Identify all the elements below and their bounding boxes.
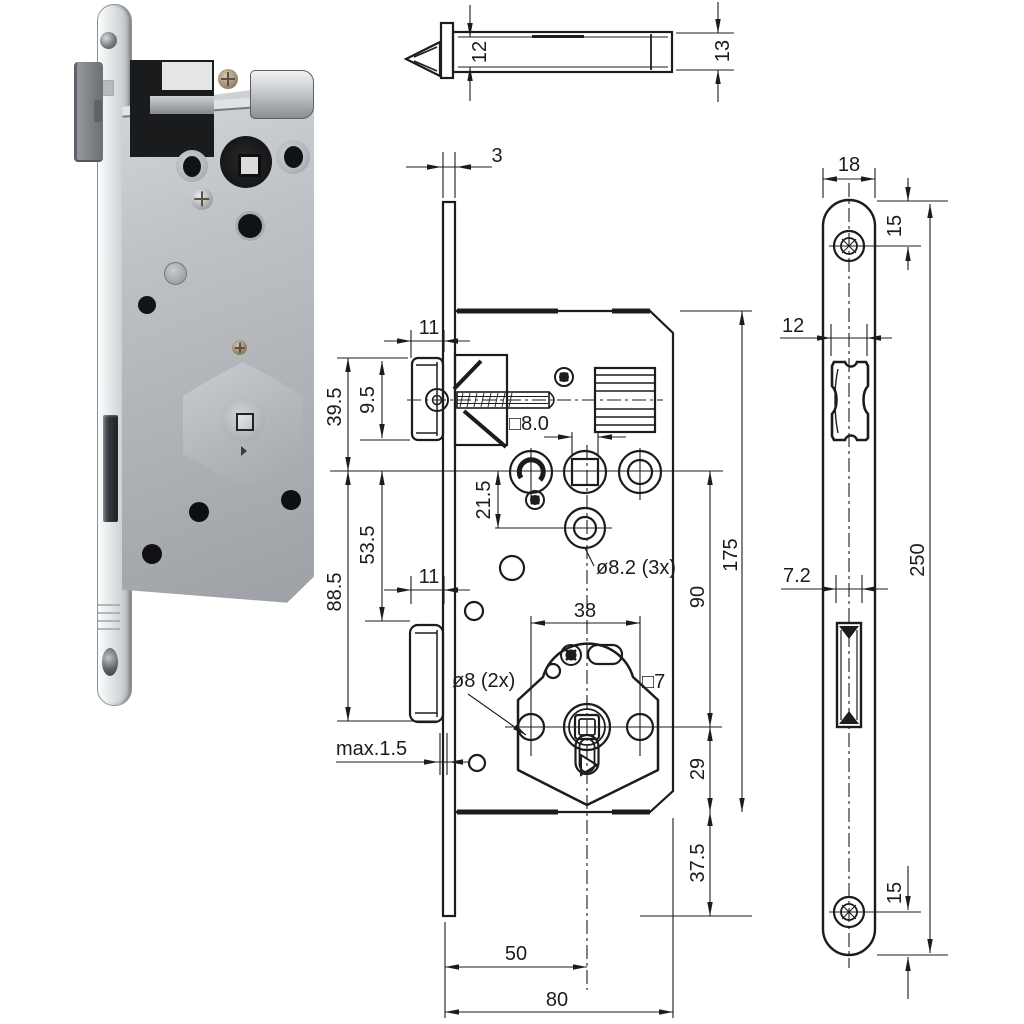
dim-label-dia8: ø8 (2x): [452, 670, 515, 692]
photo-follower-square-hole: [238, 154, 261, 177]
dim-label-dia82: ø8.2 (3x): [596, 557, 676, 579]
dim-label-9-5: 9.5: [357, 386, 379, 414]
photo-screw-silver: [191, 188, 213, 210]
photo-latch-notch: [94, 100, 102, 122]
photo-cavity-highlight: [162, 62, 212, 90]
side-view: 18 15 250 12: [780, 154, 948, 999]
photo-faceplate-screw-bottom: [102, 648, 118, 676]
photo-faceplate-screw-top: [100, 32, 117, 49]
photo-bottom-hole: [142, 544, 162, 564]
dim-label-90: 90: [687, 586, 709, 608]
dim-label-15-bottom: 15: [884, 882, 906, 904]
photo-rosette-hole-left: [189, 502, 209, 522]
photo-rosette-hole-right: [281, 490, 301, 510]
dim-label-sq8: □8.0: [509, 413, 549, 435]
photo-lock-case: [122, 86, 314, 603]
dim-label-21-5: 21.5: [473, 481, 495, 520]
dim-label-29: 29: [687, 758, 709, 780]
dim-label-18: 18: [838, 154, 860, 176]
dim-label-39-5: 39.5: [324, 388, 346, 427]
photo-rosette-square-hole: [236, 413, 254, 431]
dim-label-88-5: 88.5: [324, 573, 346, 612]
dim-label-50: 50: [505, 943, 527, 965]
dim-label-13: 13: [712, 40, 734, 62]
screw-icon: [554, 367, 574, 387]
screw-icon: [560, 644, 582, 666]
dim-label-250: 250: [907, 543, 929, 576]
dim-label-7-2: 7.2: [783, 565, 811, 587]
dim-label-11-latch: 11: [419, 317, 440, 339]
dim-label-sq7: □7: [642, 671, 665, 693]
dim-label-15-top: 15: [884, 215, 906, 237]
dim-label-38: 38: [574, 600, 596, 622]
photo-handle-hole-left: [176, 150, 208, 182]
dim-label-175: 175: [720, 538, 742, 571]
dim-label-max15: max.1.5: [336, 738, 407, 760]
dim-label-53-5: 53.5: [357, 526, 379, 565]
photo-faceplate-stamp: [98, 604, 120, 630]
photo-spring-tube: [250, 70, 314, 119]
photo-grey-pin: [164, 262, 187, 285]
dim-label-12-top: 12: [469, 41, 491, 63]
dim-label-3: 3: [491, 145, 502, 167]
product-photo: [60, 0, 350, 712]
photo-faceplate-bolt-slot: [103, 415, 118, 522]
dim-label-37-5: 37.5: [687, 844, 709, 883]
dim-label-12-side: 12: [782, 315, 804, 337]
photo-latch-spring-bar: [150, 96, 214, 114]
photo-small-hole: [138, 296, 156, 314]
photo-rosette-triangle-mark: [241, 446, 247, 456]
photo-fixing-hole: [238, 214, 262, 238]
dim-label-11-bolt: 11: [419, 566, 440, 588]
top-view: 12 13: [403, 2, 734, 102]
front-view: 3 11 39.5 9.5 53.5 88.5 11 max.1.5 □8.0 …: [324, 145, 752, 1018]
photo-screw-small: [232, 340, 247, 355]
photo-brand-emblem: [100, 80, 114, 96]
photo-screw-bronze: [218, 69, 238, 89]
photo-handle-hole-right: [276, 140, 310, 174]
dim-label-80: 80: [546, 989, 568, 1011]
screw-icon: [525, 490, 545, 510]
